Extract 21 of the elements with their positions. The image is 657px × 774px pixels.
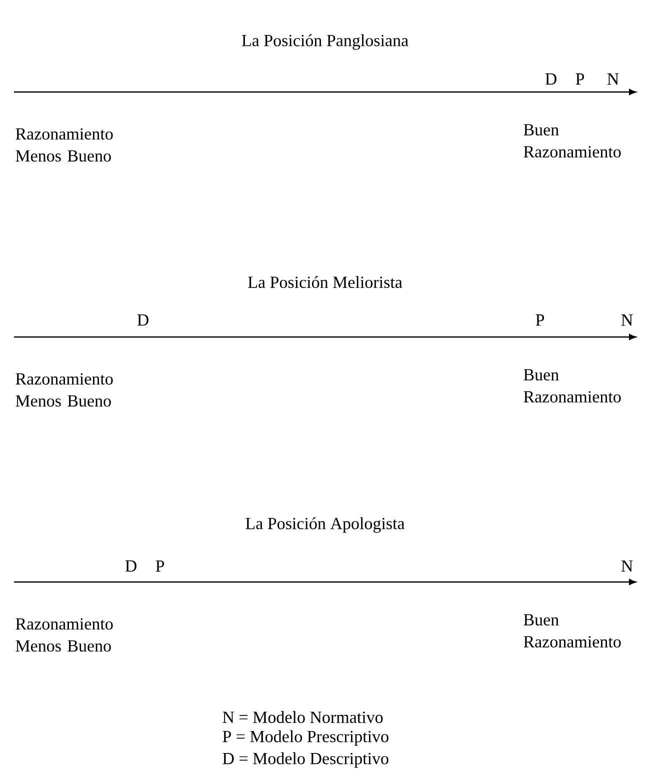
model-marker: N: [607, 73, 619, 85]
model-marker: P: [156, 560, 164, 572]
model-marker: D: [125, 560, 136, 572]
heading: La Posición Panglosiana: [242, 34, 408, 50]
heading: La Posición Apologista: [246, 517, 405, 533]
model-marker: P: [536, 314, 544, 326]
key-text: D = Modelo Descriptivo: [222, 752, 388, 768]
axis-end-label: Buen Razonamiento: [524, 614, 621, 648]
heading: La Posición Meliorista: [248, 276, 402, 288]
key-text: N = Modelo Normativo: [222, 711, 383, 723]
axis-end-label: Razonamiento Menos Bueno: [16, 128, 113, 162]
model-marker: P: [576, 73, 584, 85]
axis-end-label: Razonamiento Menos Bueno: [16, 618, 113, 652]
key-text: P = Modelo Prescriptivo: [222, 730, 388, 746]
model-marker: N: [621, 560, 633, 572]
axis-end-label: Razonamiento Menos Bueno: [16, 373, 113, 407]
model-marker: D: [137, 314, 148, 326]
axis-end-label: Buen Razonamiento: [524, 124, 621, 158]
axis-end-label: Buen Razonamiento: [524, 369, 621, 402]
model-marker: N: [621, 314, 633, 326]
model-marker: D: [545, 73, 556, 85]
